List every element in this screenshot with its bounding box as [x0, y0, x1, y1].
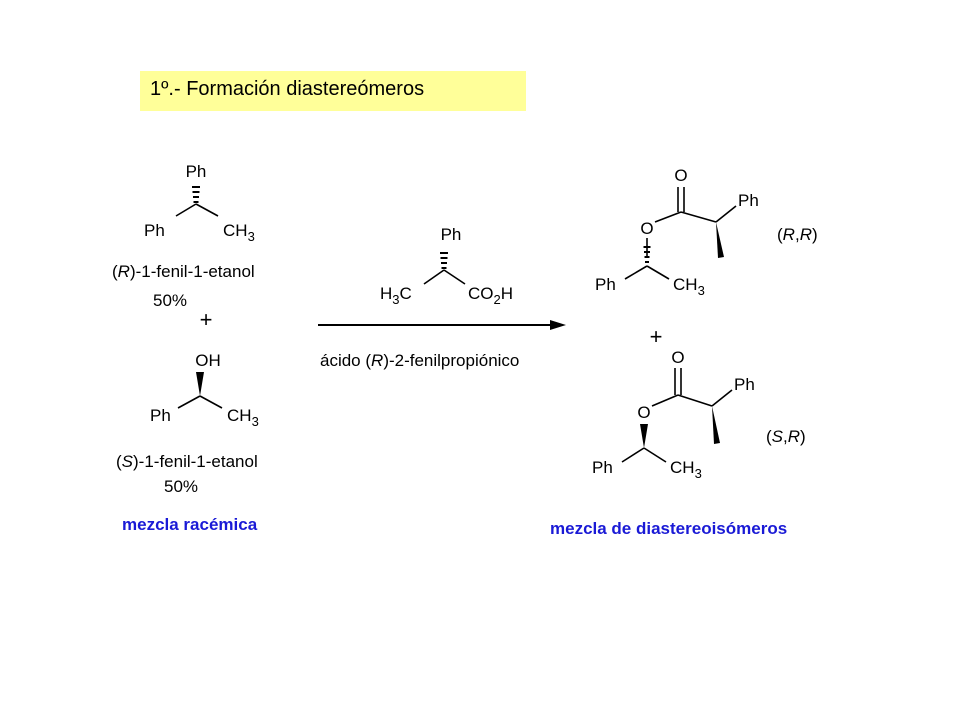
atom-label-left: Ph: [144, 221, 165, 240]
atom-label-ester-o: O: [640, 219, 653, 238]
reactant-r-name: (R)-1-fenil-1-etanol: [112, 262, 255, 281]
bond-c-ch3: [195, 203, 219, 217]
product-sr-configuration: (S,R): [766, 427, 806, 446]
bond-c-o-ester: [654, 211, 682, 223]
bond-c-ph: [624, 265, 648, 280]
bond-calpha-ph: [715, 205, 737, 223]
atom-label-right: CH3: [223, 221, 255, 244]
atom-label-right: CH3: [227, 406, 259, 429]
atom-label-right: CH3: [670, 458, 702, 481]
atom-label-top: OH: [195, 351, 221, 370]
atom-label-top: Ph: [186, 162, 207, 181]
solid-wedge-bond-o: [640, 424, 648, 448]
bond-c-ph: [175, 203, 197, 217]
bond-c-ch3: [199, 395, 223, 409]
caption-diastereomer-mixture: mezcla de diastereoisómeros: [550, 519, 787, 538]
atom-label-ph-top: Ph: [734, 375, 755, 394]
bond-c-co2h: [443, 269, 466, 285]
product-rr-configuration: (R,R): [777, 225, 818, 244]
bond-c-ph: [177, 395, 201, 409]
solid-wedge-bond: [196, 372, 204, 396]
atom-label-ester-o: O: [637, 403, 650, 422]
bond-c-ch3: [423, 269, 445, 285]
atom-label-top: Ph: [441, 225, 462, 244]
reactant-r-percent: 50%: [153, 291, 187, 310]
solid-wedge-bond: [716, 222, 724, 258]
caption-racemic-mixture: mezcla racémica: [122, 515, 258, 534]
atom-label-left: H3C: [380, 284, 412, 307]
atom-label-ph-top: Ph: [738, 191, 759, 210]
reactant-r-structure: Ph Ph CH3: [144, 162, 255, 244]
reagent-structure: Ph H3C CO2H: [380, 225, 513, 307]
bond-c-ph: [621, 447, 645, 463]
hashed-wedge-bond: [643, 246, 651, 263]
atom-label-left: Ph: [595, 275, 616, 294]
bond-c-calpha: [680, 211, 717, 223]
reaction-arrow: [318, 320, 566, 330]
atom-label-right: CO2H: [468, 284, 513, 307]
atom-label-carbonyl-o: O: [674, 166, 687, 185]
atom-label-carbonyl-o: O: [671, 348, 684, 367]
product-sr-structure: O O Ph Ph CH3: [592, 348, 755, 481]
solid-wedge-bond: [712, 406, 720, 444]
bond-c-ch3: [646, 265, 670, 280]
reactant-s-structure: OH Ph CH3: [150, 351, 259, 429]
title-box: 1º.- Formación diastereómeros: [140, 71, 526, 111]
product-rr-structure: O O Ph Ph CH3: [595, 166, 759, 298]
atom-label-right: CH3: [673, 275, 705, 298]
plus-sign-left: +: [200, 307, 213, 332]
atom-label-left: Ph: [150, 406, 171, 425]
reactant-s-percent: 50%: [164, 477, 198, 496]
bond-c-o-ester: [651, 394, 679, 407]
hashed-wedge-bond: [440, 252, 448, 269]
bond-c-ch3: [643, 447, 667, 463]
atom-label-left: Ph: [592, 458, 613, 477]
plus-sign-right: +: [650, 324, 663, 349]
hashed-wedge-bond: [192, 186, 200, 203]
page-title: 1º.- Formación diastereómeros: [150, 78, 425, 100]
reactant-s-name: (S)-1-fenil-1-etanol: [116, 452, 258, 471]
arrow-label: ácido (R)-2-fenilpropiónico: [320, 351, 519, 370]
bond-c-calpha: [677, 394, 713, 407]
bond-calpha-ph: [711, 389, 733, 407]
